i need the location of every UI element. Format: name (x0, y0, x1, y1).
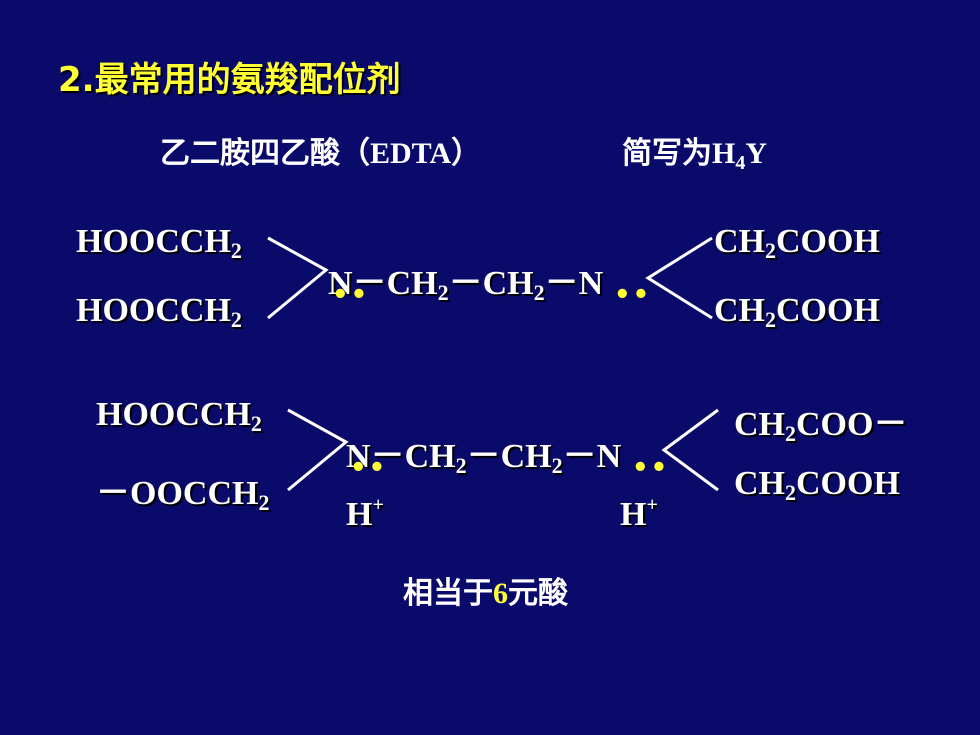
s1-nitrogen-right: N (578, 265, 604, 302)
compound-name-close: ） (451, 136, 482, 171)
s2-left-top-group: HOOCCH2 (96, 396, 262, 436)
s2-right-bottom-group: CH2COOH (734, 465, 900, 505)
s2-nitrogen-left: N (346, 438, 371, 475)
acid-equivalence-caption: 相当于6元酸 (403, 576, 568, 611)
abbreviation-label: 简写为 (622, 136, 712, 171)
s2-charge-minus-left: － (96, 475, 130, 512)
s2-charge-minus-right: － (873, 406, 908, 443)
bond-right-1 (645, 236, 713, 320)
s1-nitrogen-left: N (328, 265, 353, 302)
s1-right-top-group: CH2COOH (714, 223, 880, 263)
abbreviation: 简写为H4Y (622, 128, 768, 174)
bond-right-2 (661, 408, 719, 492)
compound-name-cn: 乙二胺四乙酸（ (160, 136, 370, 171)
bond-left-2 (287, 408, 349, 492)
compound-abbr: EDTA (370, 137, 452, 170)
s2-proton-right: H+ (620, 494, 658, 533)
s1-lone-pair-left: •• (332, 280, 370, 310)
compound-name: 乙二胺四乙酸（EDTA） (160, 128, 481, 172)
s1-backbone: N－CH2－CH2－N (328, 265, 604, 305)
s1-right-bottom-group: CH2COOH (714, 292, 880, 332)
s2-lone-pair-right: •• (632, 453, 670, 483)
s1-left-top-group: HOOCCH2 (76, 223, 242, 263)
s1-left-bottom-group: HOOCCH2 (76, 292, 242, 332)
acid-proton-count: 6 (493, 577, 508, 610)
s2-proton-left: H+ (346, 494, 384, 533)
s2-lone-pair-left: •• (350, 453, 388, 483)
slide-title: 2.最常用的氨羧配位剂 (58, 60, 401, 100)
abbreviation-formula: H4Y (712, 137, 768, 174)
s2-nitrogen-right: N (596, 438, 622, 475)
s1-lone-pair-right: •• (614, 280, 652, 310)
s2-backbone: N－CH2－CH2－N (346, 438, 622, 478)
s2-left-bottom-group: －OOCCH2 (96, 475, 270, 515)
bond-left-1 (267, 236, 329, 320)
s2-right-top-group: CH2COO－ (734, 406, 908, 446)
